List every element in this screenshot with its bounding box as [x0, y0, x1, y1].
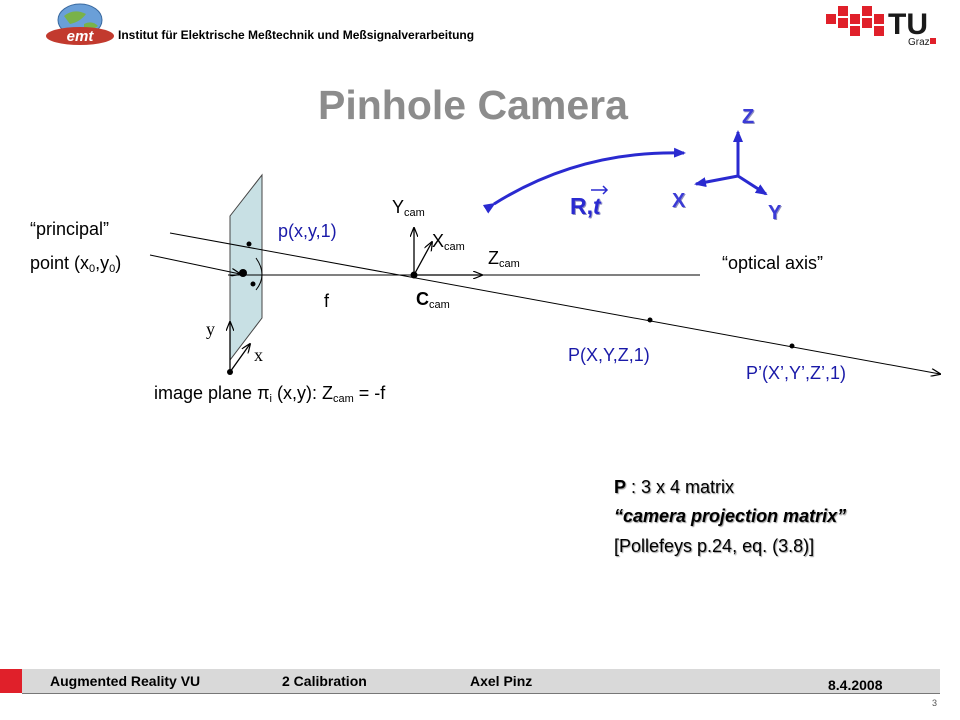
focal-arc — [255, 257, 263, 291]
point-P-prime — [789, 343, 795, 349]
focal-length-label: f — [324, 291, 330, 311]
point-P-prime-label: P’(X’,Y’,Z’,1) — [746, 363, 847, 383]
ccam-label: Ccam — [416, 289, 450, 311]
tu-graz-logo: TU Graz — [826, 6, 936, 46]
point-mark — [250, 281, 256, 287]
footer-chapter: 2 Calibration — [282, 673, 367, 689]
optical-axis-label: “optical axis” — [722, 253, 824, 273]
footer-date: 8.4.2008 — [828, 677, 883, 693]
world-z-label: Z — [742, 106, 755, 128]
xcam-label: Xcam — [432, 231, 465, 253]
principal-point — [239, 269, 247, 277]
xcam-axis — [413, 242, 432, 276]
tu-logo-text: TU — [888, 8, 928, 41]
principal-label-line2: point (x0,y0) — [30, 253, 122, 275]
world-y-label: Y — [768, 202, 782, 224]
footer-author: Axel Pinz — [470, 673, 533, 689]
image-x-label: x — [254, 345, 263, 365]
point-p-small — [246, 241, 252, 247]
slide-title: Pinhole Camera — [318, 82, 628, 128]
image-plane-label: image plane πi (x,y): Zcam = -f — [154, 383, 386, 405]
note-line-3: [Pollefeys p.24, eq. (3.8)] — [614, 536, 815, 556]
world-y-axis — [737, 174, 768, 196]
zcam-label: Zcam — [488, 248, 520, 270]
image-x-axis — [229, 344, 250, 373]
ycam-label: Ycam — [392, 197, 425, 219]
tu-logo-sub: Graz — [908, 37, 930, 46]
t-vector-bar — [591, 185, 609, 195]
note-line-2: “camera projection matrix” — [614, 506, 847, 526]
footer-gray-band — [22, 669, 940, 693]
rotation-translation-label: R,t — [570, 193, 601, 219]
principal-label-line1: “principal” — [30, 219, 110, 239]
note-line-1: P : 3 x 4 matrix — [614, 477, 735, 497]
camera-center — [410, 271, 418, 279]
emt-logo: emt — [46, 3, 114, 45]
emt-logo-text: emt — [67, 28, 95, 45]
point-P — [647, 317, 653, 323]
principal-point-arrow — [149, 254, 240, 274]
image-plane — [229, 173, 263, 362]
world-x-label: X — [672, 190, 686, 212]
point-P-label: P(X,Y,Z,1) — [568, 345, 650, 365]
world-x-axis — [694, 174, 739, 188]
page-number: 3 — [932, 698, 938, 708]
footer-course: Augmented Reality VU — [50, 673, 201, 689]
image-origin — [227, 369, 233, 375]
p-small-label: p(x,y,1) — [278, 221, 337, 241]
transform-arrow — [482, 147, 686, 214]
institute-name: Institut für Elektrische Meßtechnik und … — [118, 28, 475, 42]
projection-ray — [169, 232, 940, 374]
image-y-label: y — [206, 319, 215, 339]
footer-line — [22, 693, 940, 694]
footer-red-block — [0, 669, 22, 693]
footer-bar — [0, 669, 960, 694]
